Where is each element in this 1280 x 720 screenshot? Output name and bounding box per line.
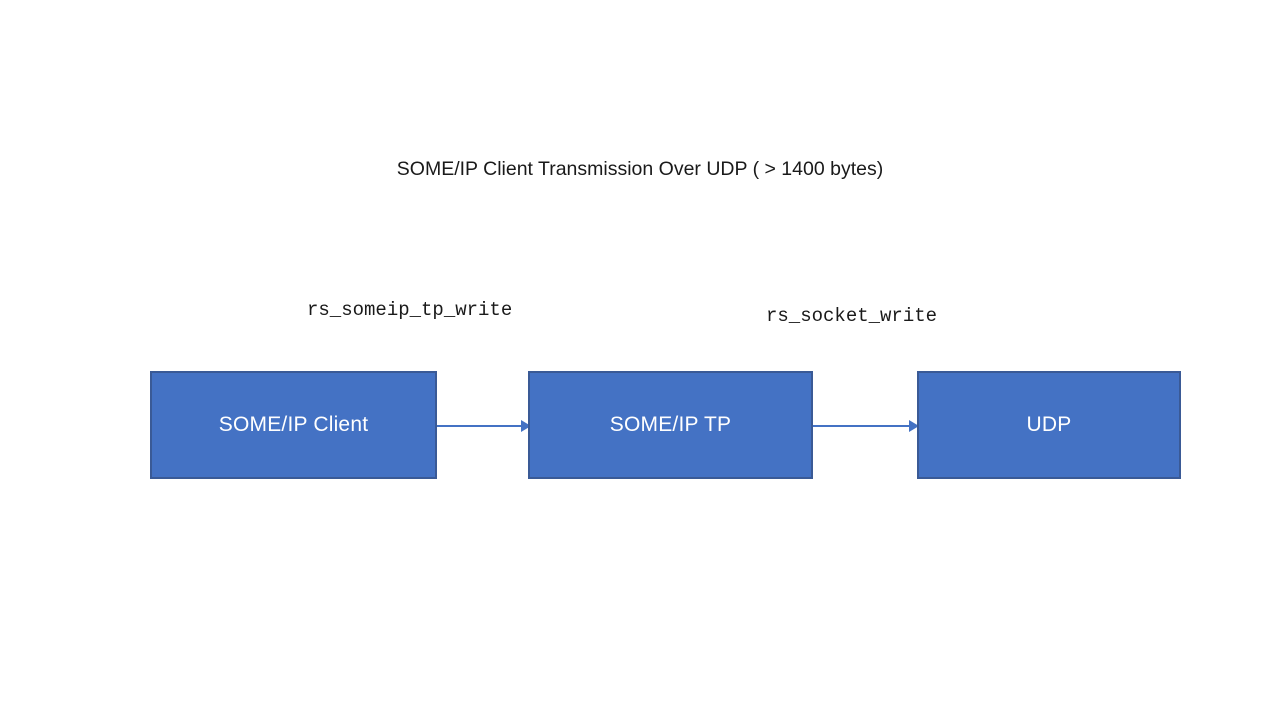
node-udp[interactable]: UDP <box>917 371 1181 479</box>
node-someip-client-label: SOME/IP Client <box>218 413 369 436</box>
node-someip-tp[interactable]: SOME/IP TP <box>528 371 813 479</box>
node-udp-label: UDP <box>1026 413 1072 436</box>
edge-client-to-tp-arrowhead-icon <box>521 420 531 432</box>
edge-tp-to-udp-arrowhead-icon <box>909 420 919 432</box>
edge-label-rs-socket-write: rs_socket_write <box>766 305 938 327</box>
edge-tp-to-udp-line <box>813 425 919 427</box>
edge-label-rs-someip-tp-write: rs_someip_tp_write <box>307 299 513 321</box>
diagram-title: SOME/IP Client Transmission Over UDP ( >… <box>396 158 884 180</box>
node-someip-client[interactable]: SOME/IP Client <box>150 371 437 479</box>
edge-client-to-tp-line <box>437 425 538 427</box>
node-someip-tp-label: SOME/IP TP <box>609 413 732 436</box>
